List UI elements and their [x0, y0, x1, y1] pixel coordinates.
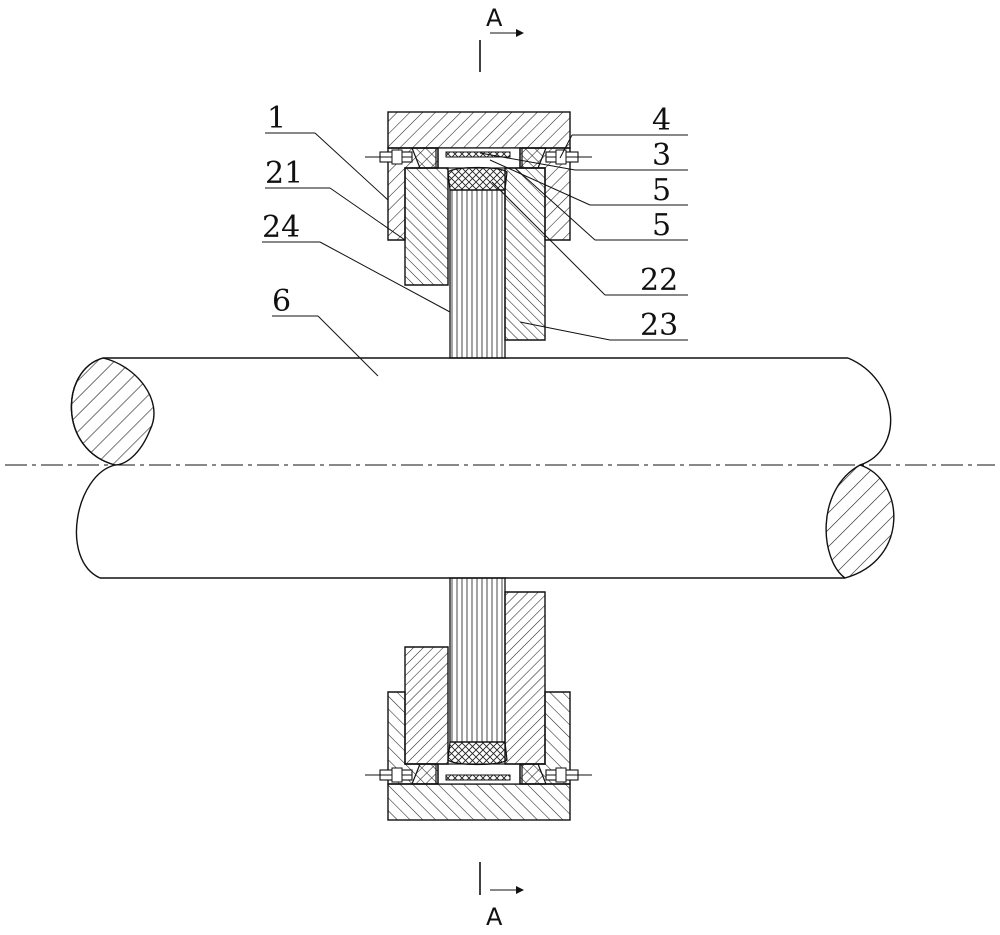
label-part-6: 6	[272, 284, 291, 319]
label-part-5-lower: 5	[652, 208, 671, 243]
section-mark-bottom: A	[479, 862, 524, 931]
label-part-4: 4	[652, 103, 671, 138]
leader-lines	[262, 132, 688, 377]
section-label-bottom: A	[486, 903, 503, 931]
label-part-21: 21	[265, 156, 303, 191]
section-label-top: A	[486, 4, 503, 32]
lower-assembly	[365, 577, 592, 821]
label-part-3: 3	[652, 138, 671, 173]
label-part-23: 23	[640, 308, 678, 343]
section-mark-top: A	[479, 4, 524, 72]
label-part-5-upper: 5	[652, 173, 671, 208]
shaft	[70, 357, 895, 579]
label-part-24: 24	[262, 210, 300, 245]
upper-assembly	[365, 111, 592, 359]
label-part-1: 1	[267, 101, 286, 136]
label-part-22: 22	[640, 263, 678, 298]
